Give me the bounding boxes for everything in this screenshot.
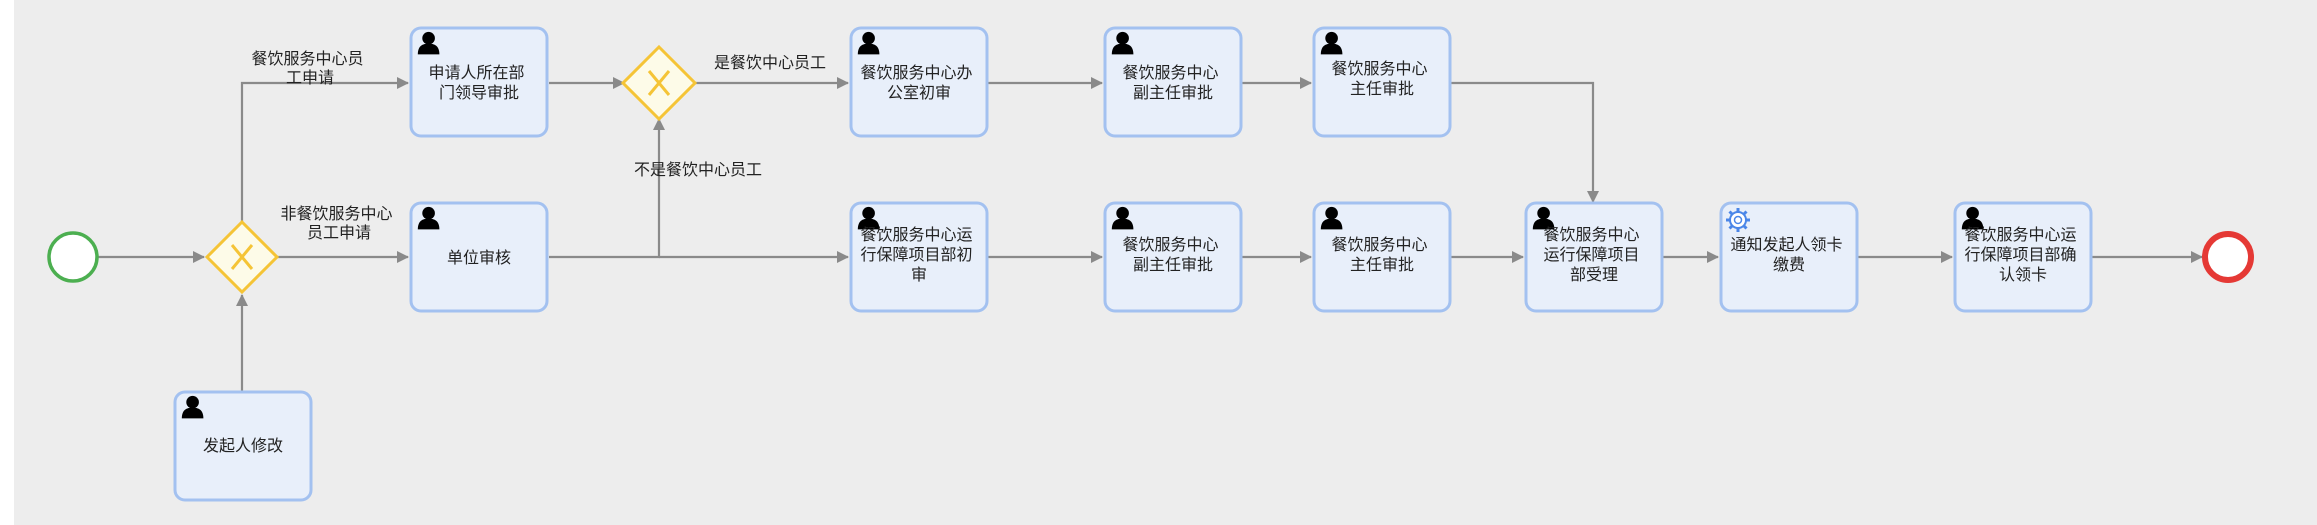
task-deputy-director-bottom[interactable]: 餐饮服务中心 副主任审批 xyxy=(1103,201,1243,313)
svg-text:单位审核: 单位审核 xyxy=(447,248,511,267)
svg-text:餐饮服务中心 运行保障项目 部受理: 餐饮服务中心 运行保障项目 部受理 xyxy=(1543,225,1644,284)
svg-text:餐饮服务中心 副主任审批: 餐饮服务中心 副主任审批 xyxy=(1122,235,1223,274)
edge-label-not-staff: 不是餐饮中心员工 xyxy=(634,160,762,179)
exclusive-gateway-is-staff[interactable] xyxy=(620,44,698,122)
process-diagram: 餐饮服务中心员 工申请 非餐饮服务中心 员工申请 是餐饮中心员工 不是餐饮中心员… xyxy=(47,26,2254,502)
edge-labels: 餐饮服务中心员 工申请 非餐饮服务中心 员工申请 是餐饮中心员工 不是餐饮中心员… xyxy=(251,49,826,242)
task-ops-accept[interactable]: 餐饮服务中心 运行保障项目 部受理 xyxy=(1524,201,1664,313)
end-event[interactable] xyxy=(2202,231,2254,283)
edge-unit-review-to-gateway2[interactable] xyxy=(549,118,665,259)
start-event[interactable] xyxy=(47,231,99,283)
task-director-top[interactable]: 餐饮服务中心 主任审批 xyxy=(1312,26,1452,138)
task-deputy-director-top[interactable]: 餐饮服务中心 副主任审批 xyxy=(1103,26,1243,138)
task-notify-payment[interactable]: 通知发起人领卡 缴费 xyxy=(1719,201,1859,313)
task-unit-review[interactable]: 单位审核 xyxy=(409,201,549,313)
edge-label-is-staff: 是餐饮中心员工 xyxy=(714,53,826,72)
svg-text:餐饮服务中心运 行保障项目部初 审: 餐饮服务中心运 行保障项目部初 审 xyxy=(860,225,977,284)
svg-text:餐饮服务中心 主任审批: 餐饮服务中心 主任审批 xyxy=(1331,59,1432,98)
diagram-canvas: 餐饮服务中心员 工申请 非餐饮服务中心 员工申请 是餐饮中心员工 不是餐饮中心员… xyxy=(14,0,2317,525)
task-ops-initial-review[interactable]: 餐饮服务中心运 行保障项目部初 审 xyxy=(849,201,989,313)
task-ops-confirm-card[interactable]: 餐饮服务中心运 行保障项目部确 认领卡 xyxy=(1953,201,2093,313)
svg-text:餐饮服务中心运 行保障项目部确 认领: 餐饮服务中心运 行保障项目部确 认领卡 xyxy=(1964,225,2081,284)
edge-label-nonstaff-apply: 非餐饮服务中心 员工申请 xyxy=(280,204,397,242)
gear-icon xyxy=(1726,208,1750,232)
svg-text:申请人所在部 门领导审批: 申请人所在部 门领导审批 xyxy=(428,63,529,102)
svg-text:餐饮服务中心 副主任审批: 餐饮服务中心 副主任审批 xyxy=(1122,63,1223,102)
task-office-initial-review[interactable]: 餐饮服务中心办 公室初审 xyxy=(849,26,989,138)
svg-text:通知发起人领卡 缴费: 通知发起人领卡 缴费 xyxy=(1730,235,1847,274)
svg-text:餐饮服务中心 主任审批: 餐饮服务中心 主任审批 xyxy=(1331,235,1432,274)
exclusive-gateway-applicant-type[interactable] xyxy=(204,219,280,295)
edge-director-top-to-ops-accept[interactable] xyxy=(1447,81,1599,203)
task-dept-leader-approval[interactable]: 申请人所在部 门领导审批 xyxy=(409,26,549,138)
svg-text:发起人修改: 发起人修改 xyxy=(203,436,283,455)
edges xyxy=(98,77,2203,391)
edge-label-staff-apply: 餐饮服务中心员 工申请 xyxy=(251,49,368,87)
task-initiator-edit[interactable]: 发起人修改 xyxy=(173,390,313,502)
edge-gateway-to-dept-leader[interactable] xyxy=(240,77,409,222)
svg-text:餐饮服务中心办 公室初审: 餐饮服务中心办 公室初审 xyxy=(860,63,977,102)
task-director-bottom[interactable]: 餐饮服务中心 主任审批 xyxy=(1312,201,1452,313)
